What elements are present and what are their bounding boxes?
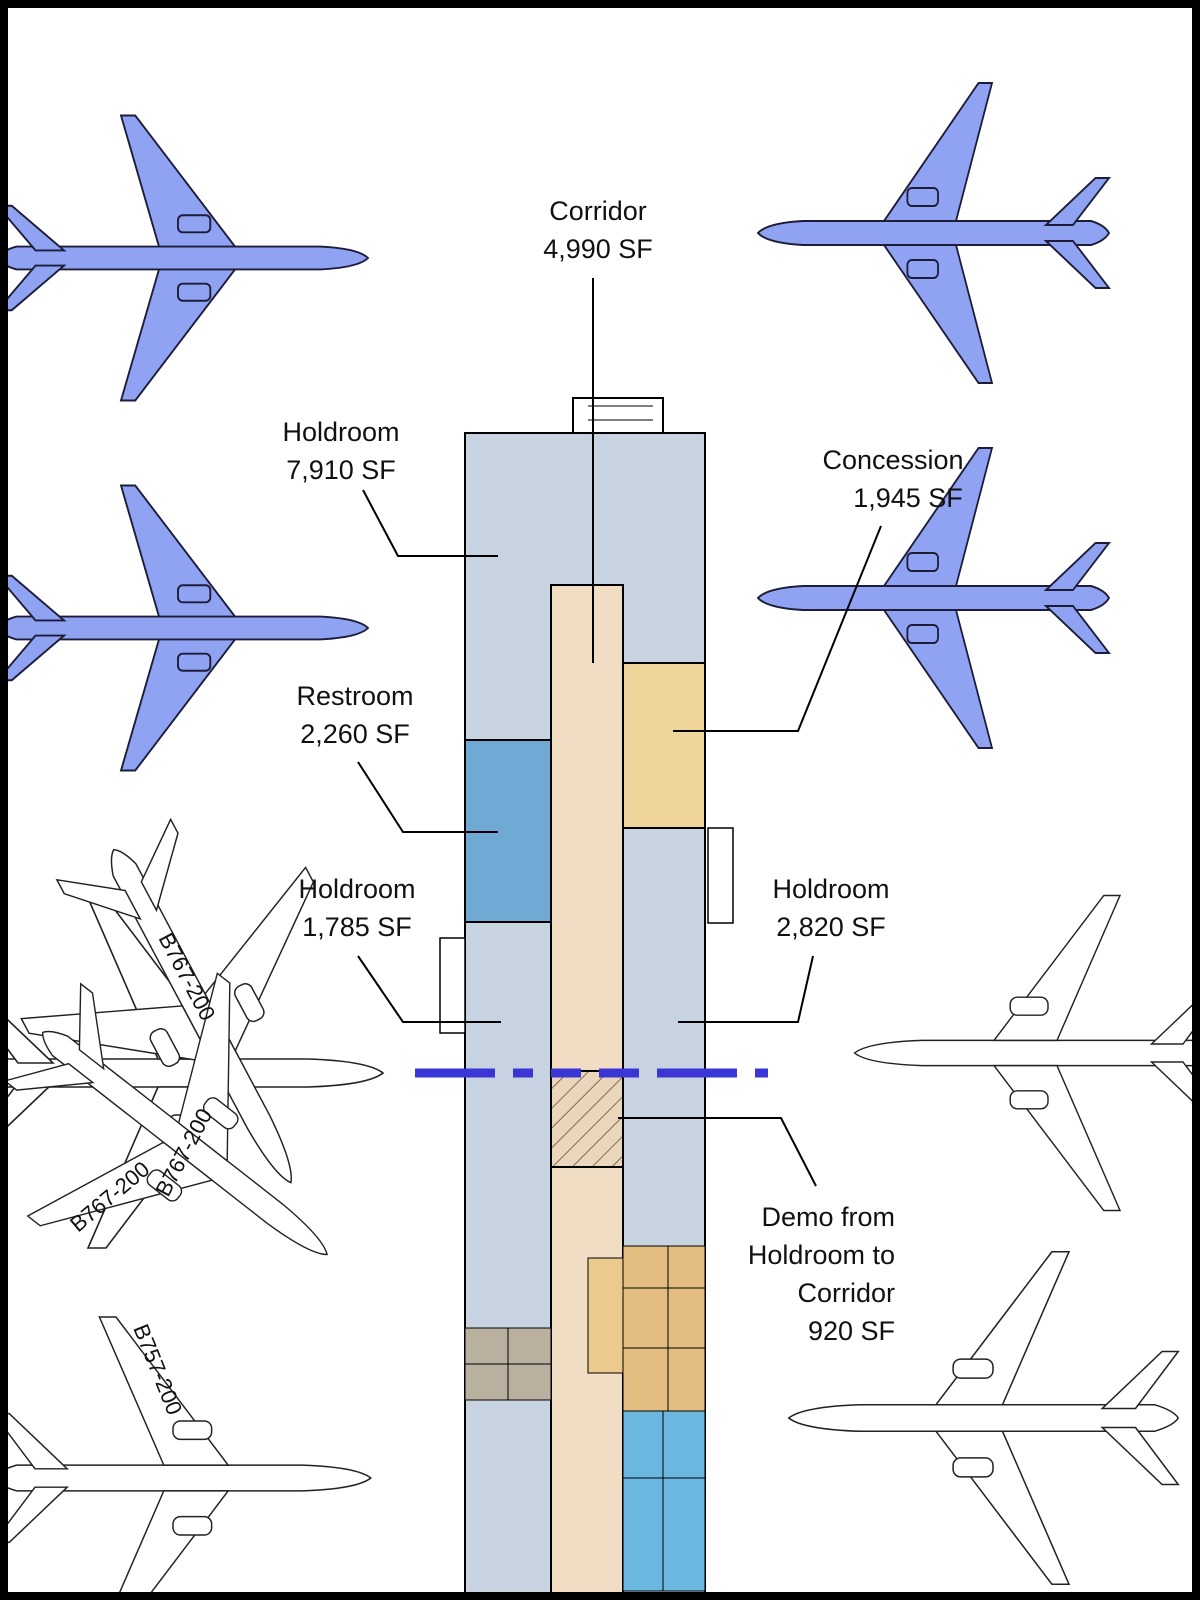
label-restroom-area: 2,260 SF bbox=[300, 719, 410, 749]
demo-leader bbox=[618, 1117, 817, 1187]
label-corridor: Corridor 4,990 SF bbox=[543, 196, 653, 264]
right-stair bbox=[707, 827, 734, 924]
concession-leader bbox=[673, 525, 882, 732]
aircraft-blue-top-left bbox=[8, 114, 369, 402]
top-stair-structure bbox=[572, 397, 664, 434]
label-demo: Demo from Holdroom to Corridor 920 SF bbox=[748, 1202, 895, 1346]
label-holdroom-top-area: 7,910 SF bbox=[286, 455, 396, 485]
restroom-leader bbox=[357, 761, 498, 833]
label-demo-line2: Holdroom to bbox=[748, 1240, 895, 1270]
left-stair bbox=[439, 937, 466, 1034]
label-corridor-area: 4,990 SF bbox=[543, 234, 653, 264]
label-holdroom-right-name: Holdroom bbox=[772, 874, 889, 904]
label-concession-area: 1,945 SF bbox=[853, 483, 963, 513]
label-concession-name: Concession bbox=[822, 445, 963, 475]
holdroom-left-leader bbox=[357, 955, 501, 1023]
label-holdroom-top-name: Holdroom bbox=[282, 417, 399, 447]
terminal-diagram: B767-200 B767-200 B767-200 B757-200 bbox=[8, 82, 1192, 1592]
label-holdroom-right-area: 2,820 SF bbox=[776, 912, 886, 942]
label-concession: Concession 1,945 SF bbox=[822, 445, 963, 513]
label-demo-line1: Demo from bbox=[761, 1202, 895, 1232]
label-holdroom-left-name: Holdroom bbox=[298, 874, 415, 904]
label-demo-area: 920 SF bbox=[808, 1316, 895, 1346]
holdroom-top-leader bbox=[362, 489, 498, 557]
label-holdroom-left: Holdroom 1,785 SF bbox=[298, 874, 415, 942]
concession-area bbox=[622, 662, 706, 829]
aircraft-blue-top-right bbox=[757, 82, 1110, 384]
aircraft-b757-left bbox=[8, 1316, 372, 1592]
label-restroom-name: Restroom bbox=[296, 681, 413, 711]
service-room bbox=[587, 1257, 624, 1374]
label-demo-line3: Corridor bbox=[797, 1278, 895, 1308]
label-corridor-name: Corridor bbox=[549, 196, 647, 226]
concourse-plan bbox=[439, 397, 734, 1592]
label-restroom: Restroom 2,260 SF bbox=[296, 681, 413, 749]
lower-restroom bbox=[622, 1410, 706, 1592]
aircraft-white-right-top bbox=[853, 894, 1192, 1212]
label-holdroom-top: Holdroom 7,910 SF bbox=[282, 417, 399, 485]
aircraft-b767-left-angled-b bbox=[8, 910, 423, 1377]
demo-area bbox=[550, 1070, 624, 1168]
label-holdroom-right: Holdroom 2,820 SF bbox=[772, 874, 889, 942]
holdroom-right-leader bbox=[678, 955, 814, 1023]
back-of-house-rooms bbox=[622, 1245, 706, 1412]
label-holdroom-left-area: 1,785 SF bbox=[302, 912, 412, 942]
